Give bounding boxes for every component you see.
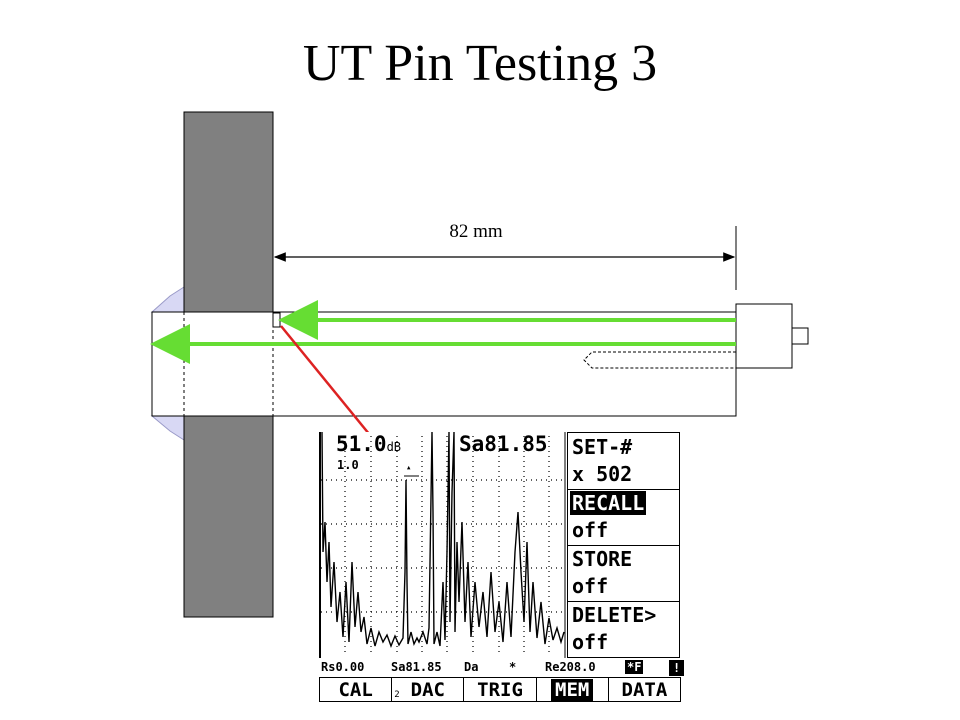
menu-delete-value: off	[572, 630, 609, 654]
softkey-trig[interactable]: TRIG	[464, 678, 537, 701]
slide-title: UT Pin Testing 3	[302, 35, 658, 92]
crack-notch	[272, 312, 281, 328]
menu-delete[interactable]: DELETE> off	[568, 601, 679, 657]
menu-set-label: SET-#	[572, 435, 633, 459]
status-da: Da	[464, 660, 479, 674]
menu-store-label: STORE	[572, 547, 633, 571]
softkey-cal[interactable]: CAL	[320, 678, 393, 701]
nut-upper	[150, 286, 185, 313]
sound-path-readout: Sa81.85	[459, 432, 548, 456]
menu-recall-label: RECALL	[570, 491, 647, 515]
dimension-label: 82 mm	[449, 221, 503, 242]
status-line: Rs0.00 Sa81.85 Da * Re208.0 *F !	[319, 660, 685, 676]
a-scan-display: ▴	[319, 432, 566, 658]
gain-unit: dB	[386, 440, 402, 454]
softkey-number: 2	[394, 690, 400, 700]
gain-readout: 51.0dB	[336, 432, 402, 456]
a-scan-trace	[321, 432, 565, 648]
status-flag: *F	[625, 660, 644, 674]
transducer	[735, 303, 793, 369]
menu-set-value: х 502	[572, 462, 633, 486]
menu-store[interactable]: STORE off	[568, 545, 679, 602]
menu-recall[interactable]: RECALL off	[568, 489, 679, 546]
svg-text:▴: ▴	[406, 463, 411, 473]
gain-step: 1.0	[337, 458, 359, 472]
transducer-connector	[791, 327, 809, 345]
drilled-hole	[583, 351, 736, 369]
softkey-data[interactable]: DATA	[621, 678, 668, 701]
menu-store-value: off	[572, 574, 609, 598]
menu-delete-label: DELETE>	[572, 603, 657, 627]
nut-lower	[150, 415, 185, 441]
status-warning: !	[669, 660, 685, 676]
softkey-mem[interactable]: MEM	[537, 678, 609, 701]
status-sa: Sa81.85	[391, 660, 442, 674]
pin-body	[151, 311, 737, 417]
status-re: Re208.0	[545, 660, 596, 674]
status-rs: Rs0.00	[321, 660, 365, 674]
menu-set[interactable]: SET-# х 502	[568, 433, 679, 490]
ut-instrument-screen: ▴ 51.0dB 1.0 Sa81.85 SET-# х 502 RECALL …	[319, 432, 685, 702]
memory-menu: SET-# х 502 RECALL off STORE off DELETE>…	[567, 432, 680, 658]
status-star: *	[509, 660, 517, 674]
menu-recall-value: off	[572, 518, 609, 542]
